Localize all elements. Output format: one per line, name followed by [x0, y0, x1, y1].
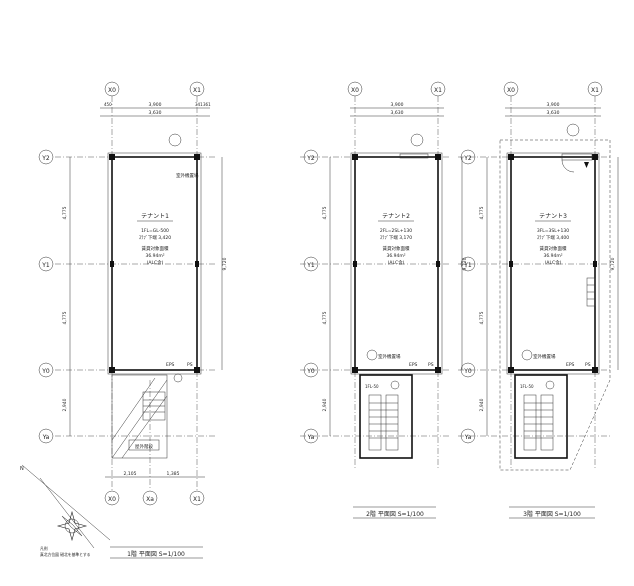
dim-text: 4,775: [322, 206, 328, 219]
level-text: 2FL=2SL+130: [380, 228, 412, 234]
dim-text: 2,940: [479, 398, 485, 411]
axis-label-y2: Y2: [41, 155, 50, 162]
axis-label-y0: Y0: [306, 368, 315, 375]
area-label: 賃貸対象面積: [142, 245, 169, 252]
stair-label: 屋外階段: [135, 443, 153, 450]
axis-label-y2: Y2: [306, 155, 315, 162]
area-value: 36.94m²: [145, 253, 164, 259]
level-text: 1FL=GL-500: [141, 228, 169, 234]
stair-enclosure: [514, 374, 568, 459]
eps-label: EPS: [566, 362, 575, 368]
compass-star-icon: [56, 510, 88, 542]
axis-label-x1: X1: [434, 87, 442, 94]
area-note: (ALC含): [147, 259, 164, 266]
axis-label-x1: X1: [193, 87, 201, 94]
floor-level-label: 1FL-50: [365, 384, 379, 389]
axis-label-x0: X0: [351, 87, 359, 94]
axis-label-ya: Ya: [464, 434, 472, 441]
dim-text: 9,720: [610, 257, 616, 270]
outdoor-stair: [111, 374, 168, 459]
dim-text: 4,775: [62, 311, 68, 324]
plan-2: X0 X1 3,900 3,630 Y2 Y1 Y0 Ya 4,775 4,77…: [300, 81, 468, 519]
dim-text: 1,385: [167, 471, 180, 477]
axis-label-x1-bottom: X1: [193, 496, 201, 503]
plan-title: 1階 平面図 S=1/100: [127, 550, 185, 558]
dim-text: 3,630: [149, 110, 162, 116]
level-text: 3FL=3SL+130: [537, 228, 569, 234]
dim-text: 450: [104, 102, 112, 107]
axis-label-ya: Ya: [42, 434, 50, 441]
axis-label-xa: Xa: [146, 496, 154, 503]
dim-text: 4,775: [322, 311, 328, 324]
plan-title: 2階 平面図 S=1/100: [366, 510, 424, 518]
dim-text: 9,720: [222, 257, 228, 270]
axis-label-y1: Y1: [306, 262, 315, 269]
ceiling-text: ｽﾗﾌﾞ下端 3,400: [537, 234, 569, 241]
axis-label-x0: X0: [507, 87, 515, 94]
room-label: 室外機置場: [378, 353, 401, 360]
plan-3: X0 X1 3,900 3,630 Y2 Y1 Y0 Ya 4,775 4,77…: [458, 81, 619, 519]
axis-label-y0: Y0: [463, 368, 472, 375]
area-note: (ALC含): [388, 259, 405, 266]
tenant-name: テナント1: [141, 213, 169, 220]
floor-level-label: 1FL-50: [520, 384, 534, 389]
dim-text: 2,940: [322, 398, 328, 411]
dim-text: 3,900: [391, 102, 404, 108]
dim-text: 2,105: [124, 471, 137, 477]
axis-label-y2: Y2: [463, 155, 472, 162]
area-value: 36.94m²: [386, 253, 405, 259]
ceiling-text: ｽﾗﾌﾞ下端 3,420: [139, 234, 171, 241]
dim-text: 9,720: [462, 257, 468, 270]
dim-text: 3,900: [547, 102, 560, 108]
axis-label-y0: Y0: [41, 368, 50, 375]
dim-text: 2,940: [62, 398, 68, 411]
area-label: 賃貸対象面積: [383, 245, 410, 252]
ceiling-text: ｽﾗﾌﾞ下端 3,170: [380, 234, 412, 241]
compass-note: 凡例: [40, 546, 48, 551]
eps-label: EPS: [409, 362, 418, 368]
stair-enclosure: [359, 374, 413, 459]
dim-text: 4,775: [62, 206, 68, 219]
axis-label-x0-bottom: X0: [108, 496, 116, 503]
area-label: 賃貸対象面積: [540, 245, 567, 252]
axis-label-x1: X1: [591, 87, 599, 94]
area-note: (ALC含): [545, 259, 562, 266]
dim-text: 3,630: [391, 110, 404, 116]
axis-label-x0: X0: [108, 87, 116, 94]
dim-text: 3,900: [149, 102, 162, 108]
plan-1: X0 X1 450 3,900 3,630 341 361 Y2 Y1 Y0 Y…: [38, 81, 228, 559]
plan-title: 3階 平面図 S=1/100: [523, 510, 581, 518]
dim-text: 3,630: [547, 110, 560, 116]
north-mark: N: [20, 466, 24, 472]
dim-text: 4,775: [479, 206, 485, 219]
area-value: 36.94m²: [543, 253, 562, 259]
ps-label: PS: [585, 362, 591, 368]
dim-text: 361: [203, 102, 211, 107]
axis-label-y1: Y1: [463, 262, 472, 269]
axis-label-ya: Ya: [307, 434, 315, 441]
tenant-name: テナント2: [382, 213, 410, 220]
room-label: 室外機置場: [533, 353, 556, 360]
compass-sub: 真北方位図 磁北を基準とする: [40, 552, 91, 557]
axis-label-y1: Y1: [41, 262, 50, 269]
eps-label: EPS: [166, 362, 175, 368]
ps-label: PS: [428, 362, 434, 368]
dim-text: 341: [195, 102, 203, 107]
compass: N 凡例 真北方位図 磁北を基準とする: [20, 464, 111, 557]
dim-text: 4,775: [479, 311, 485, 324]
room-label: 室外機置場: [176, 172, 199, 179]
ps-label: PS: [187, 362, 193, 368]
tenant-name: テナント3: [539, 213, 567, 220]
